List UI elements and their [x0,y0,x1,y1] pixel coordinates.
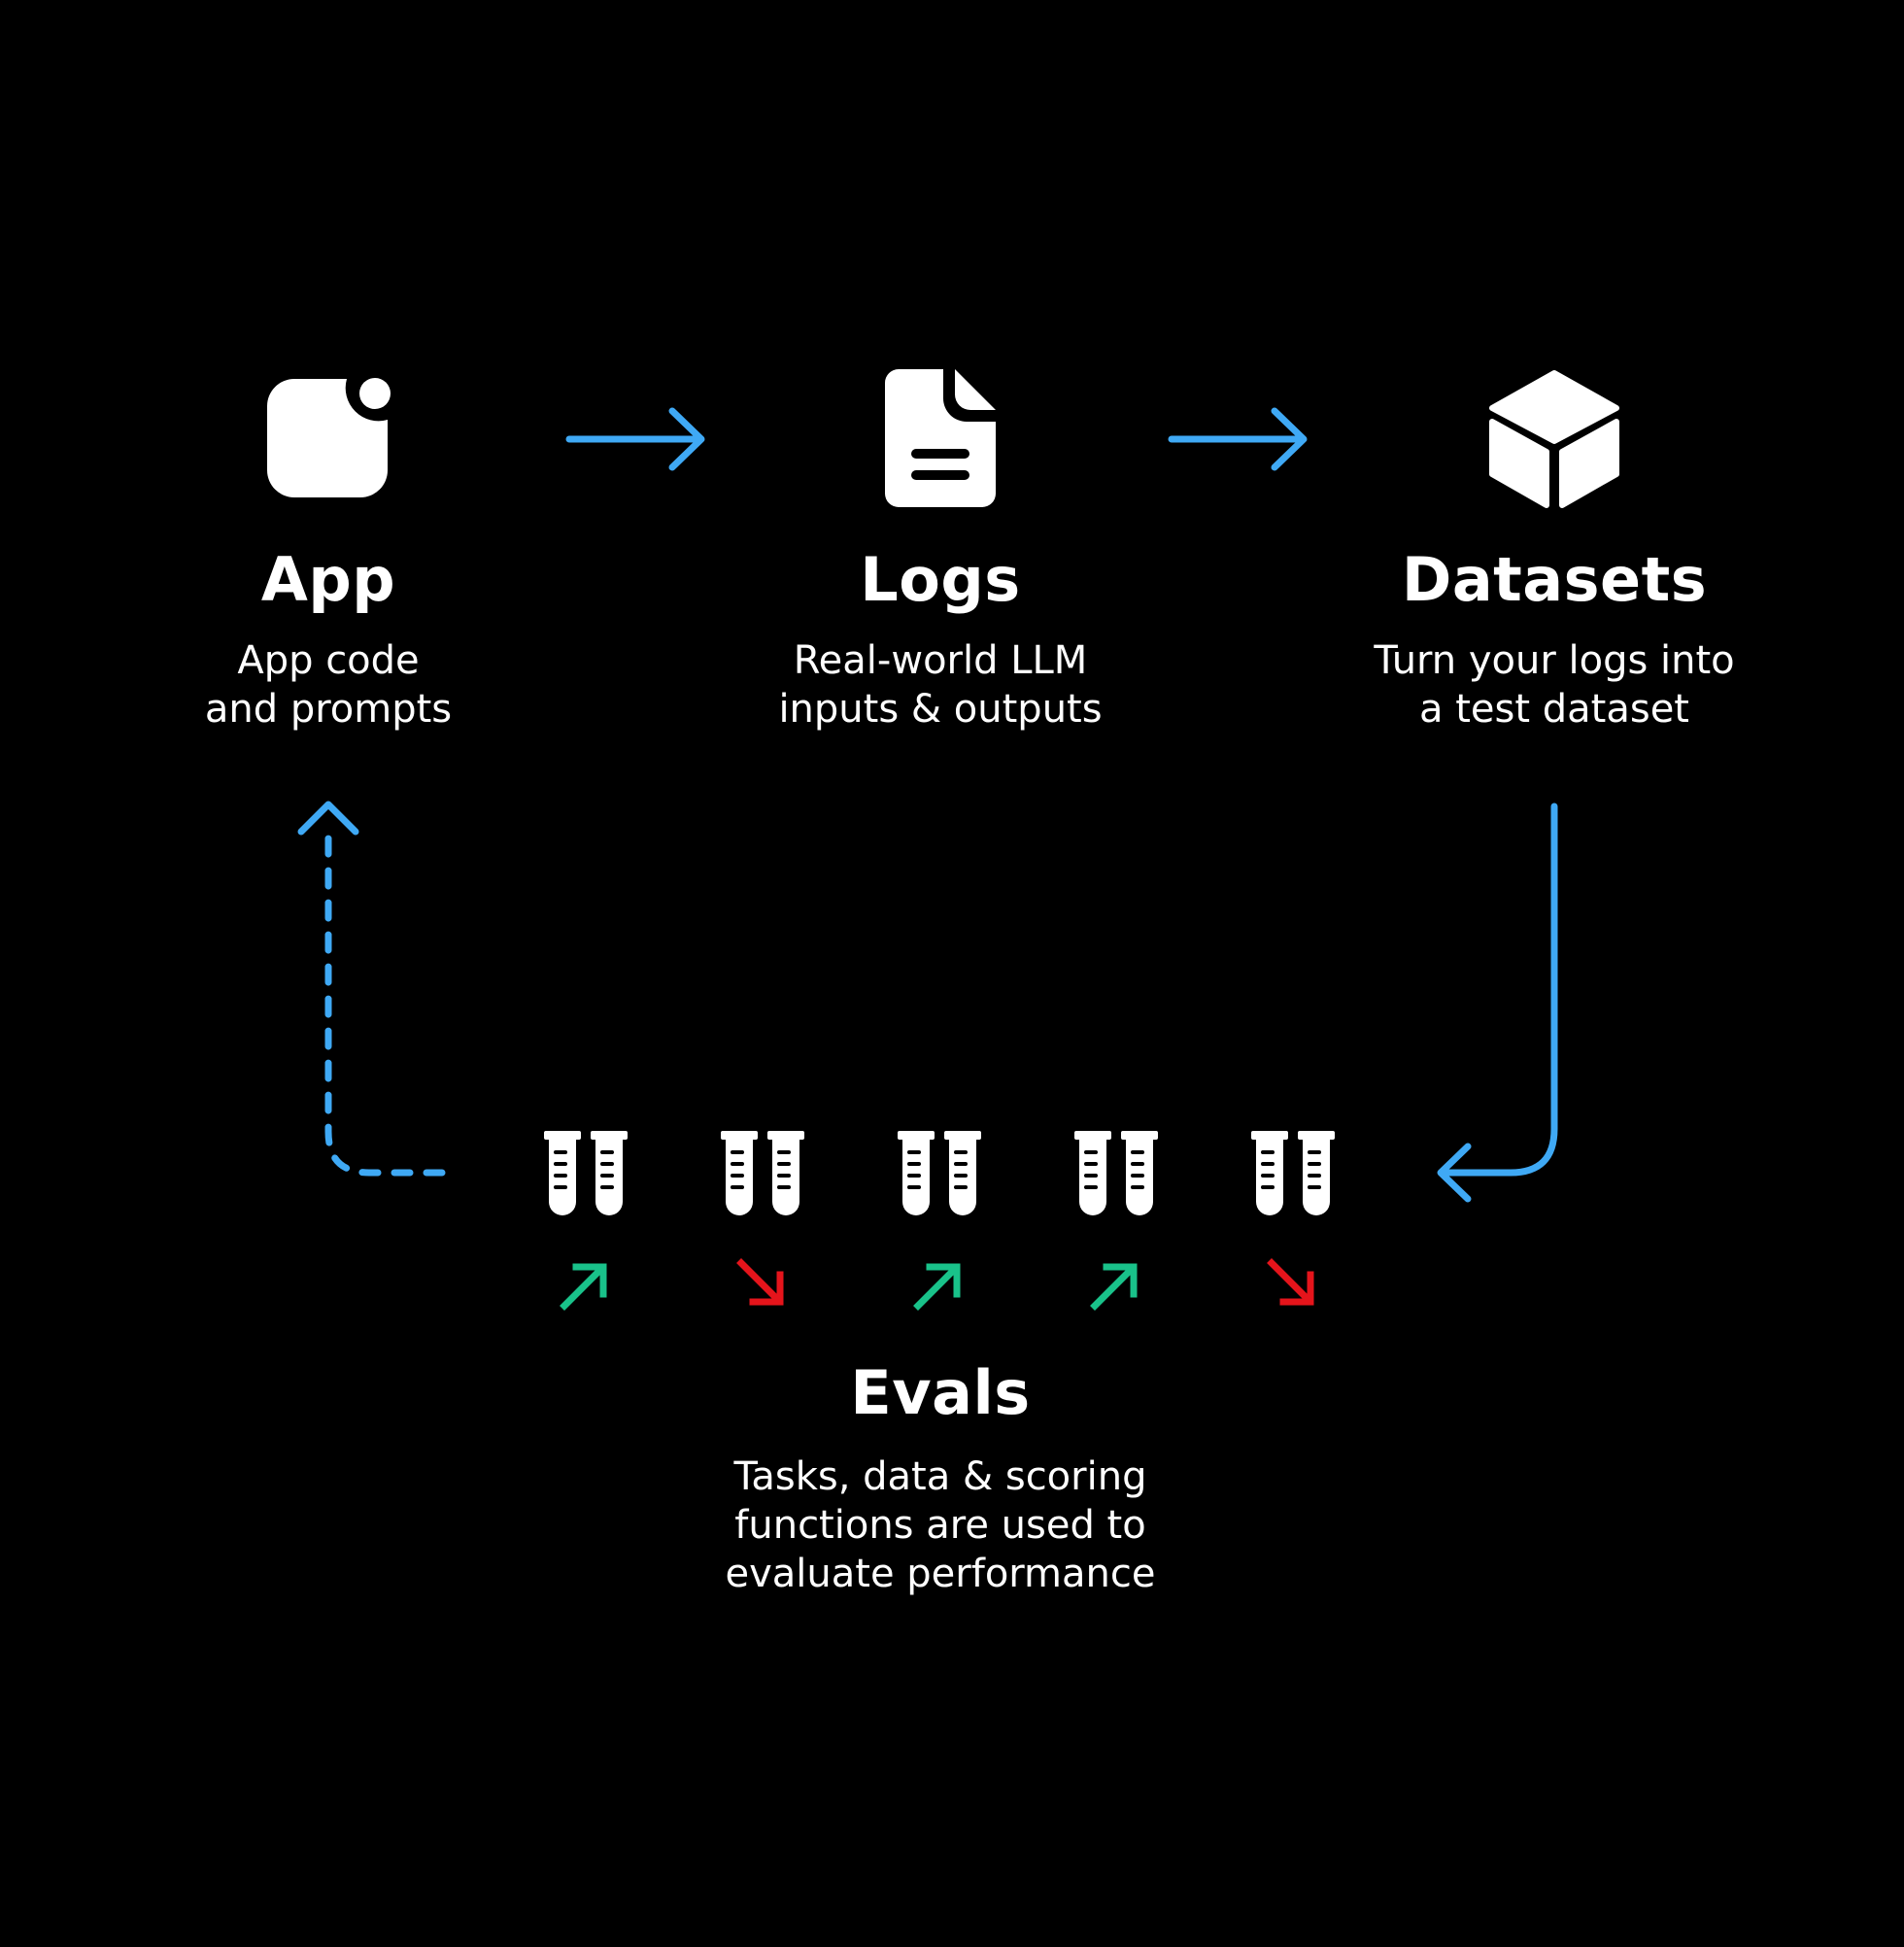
app-icon [267,372,396,497]
evals-description: Tasks, data & scoring functions are used… [725,1454,1156,1596]
arrow-logs-to-datasets [1168,407,1308,471]
trend-down-arrow-icon [1264,1255,1322,1314]
test-tubes-icon [1072,1127,1160,1224]
app-title: App [260,544,396,615]
test-tubes-icon [896,1127,983,1224]
trend-up-arrow-icon [557,1255,615,1314]
arrow-app-to-logs [565,407,705,471]
test-tubes-icon [719,1127,806,1224]
app-description: App code and prompts [204,638,453,732]
document-icon [885,369,996,507]
logs-description: Real-world LLM inputs & outputs [778,638,1103,732]
trend-down-arrow-icon [733,1255,792,1314]
datasets-title: Datasets [1401,544,1708,615]
logs-title: Logs [860,544,1021,615]
test-tubes-icon [1249,1127,1337,1224]
dashed-arrow-evals-to-app [297,801,446,1177]
trend-up-arrow-icon [910,1255,969,1314]
test-tubes-icon [542,1127,629,1224]
arrow-datasets-to-evals [1437,803,1558,1203]
evals-title: Evals [850,1357,1031,1428]
cube-icon [1489,370,1619,508]
trend-up-arrow-icon [1087,1255,1145,1314]
datasets-description: Turn your logs into a test dataset [1374,638,1735,732]
